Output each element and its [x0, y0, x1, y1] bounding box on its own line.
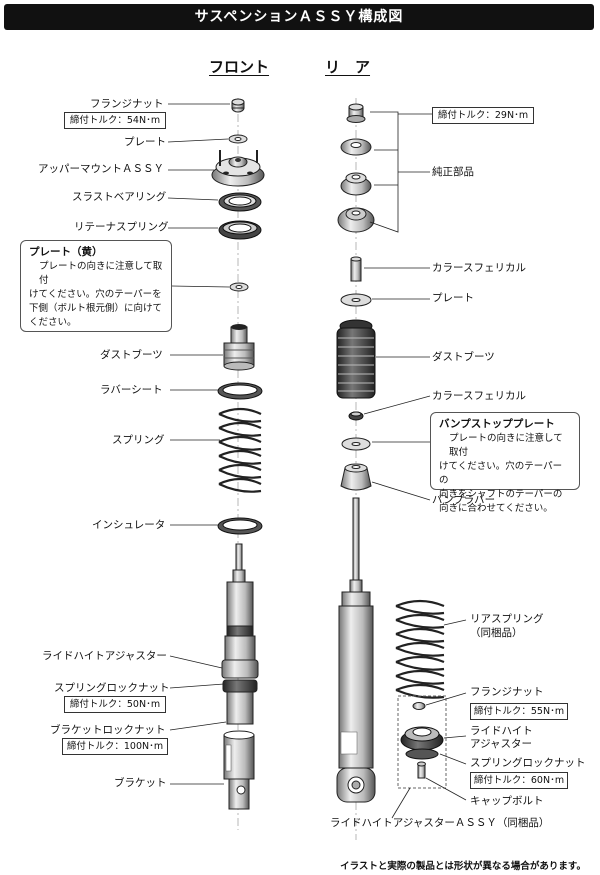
rear-bump-stop-note-title: バンプストッププレート — [439, 418, 555, 430]
front-flange-nut — [231, 98, 245, 113]
front-plate — [228, 134, 248, 144]
leader-lines — [167, 103, 467, 819]
torque-front-flange-nut: 締付トルク：54N･m — [64, 112, 166, 129]
front-plate-note-line: けてください。穴のテーパーを — [29, 289, 162, 300]
rear-ride-height-adjuster — [400, 726, 444, 760]
front-shock-body — [221, 543, 259, 725]
label-rear-collar-spherical-top: カラースフェリカル — [432, 262, 526, 274]
label-front-rubber-seat: ラバーシート — [100, 384, 163, 396]
rear-bump-stop-note: バンプストッププレート プレートの向きに注意して取付 けてください。穴のテーパー… — [430, 412, 580, 514]
rear-bump-stop-note-line: 向きをシャフトのテーパーの — [439, 489, 563, 500]
rear-collar-spherical-top — [350, 256, 362, 282]
label-front-flange-nut: フランジナット — [90, 98, 164, 110]
torque-rear-top: 締付トルク：29N･m — [432, 107, 534, 124]
torque-rear-flange-nut: 締付トルク：55N･m — [470, 703, 568, 720]
label-rear-ride-height-1: ライドハイト — [470, 725, 533, 737]
label-front-spring-lock-nut: スプリングロックナット — [54, 682, 170, 694]
label-rear-flange-nut: フランジナット — [470, 686, 544, 698]
rear-bump-stop-note-line: 向きに合わせてください。 — [439, 503, 553, 514]
label-front-ride-height-adjuster: ライドハイトアジャスター — [42, 650, 167, 662]
front-thrust-bearing — [218, 192, 262, 212]
label-front-thrust-bearing: スラストベアリング — [72, 191, 167, 203]
rear-flange-nut — [412, 702, 426, 710]
rear-genuine-bush-1 — [340, 172, 372, 196]
label-rear-cap-bolt: キャップボルト — [470, 795, 544, 807]
label-front-insulator: インシュレータ — [92, 519, 166, 531]
label-front-plate: プレート — [124, 136, 166, 148]
front-bracket — [223, 730, 255, 810]
label-rear-spring-lock-nut: スプリングロックナット — [470, 757, 586, 769]
label-front-bracket-lock-nut: ブラケットロックナット — [50, 724, 166, 736]
front-plate-note-title: プレート（黄） — [29, 246, 103, 258]
label-front-spring: スプリング — [112, 434, 165, 446]
label-front-retainer-spring: リテーナスプリング — [74, 221, 169, 233]
rear-plate — [340, 293, 372, 307]
label-rear-bump-rubber: バンプラバー — [432, 494, 496, 506]
label-rear-adjuster-assy: ライドハイトアジャスターＡＳＳＹ（同梱品） — [330, 817, 550, 829]
rear-shock-body — [336, 497, 376, 803]
rear-bump-stop-note-line: プレートの向きに注意して取付 — [449, 433, 563, 458]
front-plate-note-line: ください。 — [29, 317, 77, 328]
rear-bump-stop-plate — [341, 437, 371, 451]
rear-dust-boot — [336, 319, 376, 399]
torque-front-bracket-lock-nut: 締付トルク：100N･m — [62, 738, 168, 755]
torque-front-spring-lock-nut: 締付トルク：50N･m — [64, 696, 166, 713]
page-title: サスペンションＡＳＳＹ構成図 — [194, 9, 404, 25]
front-retainer-spring — [218, 220, 262, 240]
heading-rear: リ ア — [325, 58, 371, 76]
label-front-dust-boot: ダストブーツ — [100, 349, 163, 361]
torque-rear-spring-lock-nut: 締付トルク：60N･m — [470, 772, 568, 789]
front-plate-note: プレート（黄） プレートの向きに注意して取付 けてください。穴のテーパーを 下側… — [20, 240, 172, 332]
label-rear-spring: リアスプリング — [470, 613, 544, 625]
rear-cap-bolt — [417, 761, 426, 779]
front-insulator — [217, 517, 263, 535]
front-upper-mount — [211, 150, 265, 187]
rear-collar-spherical — [348, 411, 364, 421]
front-dust-boot — [223, 324, 255, 371]
front-rubber-seat — [217, 382, 263, 400]
rear-bump-rubber — [340, 463, 372, 491]
rear-spring — [395, 599, 445, 699]
footer-disclaimer: イラストと実際の製品とは形状が異なる場合があります。 — [340, 861, 586, 872]
rear-bump-stop-note-line: けてください。穴のテーパーの — [439, 461, 563, 486]
rear-top-nut — [346, 103, 366, 123]
label-rear-collar-spherical: カラースフェリカル — [432, 390, 526, 402]
label-front-upper-mount: アッパーマウントＡＳＳＹ — [38, 163, 164, 175]
label-rear-genuine-parts: 純正部品 — [432, 166, 474, 178]
heading-front: フロント — [209, 58, 270, 76]
label-rear-plate: プレート — [432, 292, 474, 304]
label-front-bracket: ブラケット — [114, 777, 167, 789]
label-rear-spring-note: （同梱品） — [470, 627, 523, 639]
front-plate-note-line: 下側（ボルト根元側）に向けて — [29, 303, 163, 314]
front-plate-yellow — [229, 282, 249, 292]
front-plate-note-line: プレートの向きに注意して取付 — [39, 261, 163, 286]
front-spring — [218, 407, 262, 493]
rear-genuine-bush-2 — [337, 207, 375, 233]
title-bar: サスペンションＡＳＳＹ構成図 — [4, 4, 594, 30]
rear-genuine-washer-1 — [340, 138, 372, 156]
label-rear-dust-boot: ダストブーツ — [432, 351, 495, 363]
label-rear-ride-height-2: アジャスター — [470, 738, 533, 750]
